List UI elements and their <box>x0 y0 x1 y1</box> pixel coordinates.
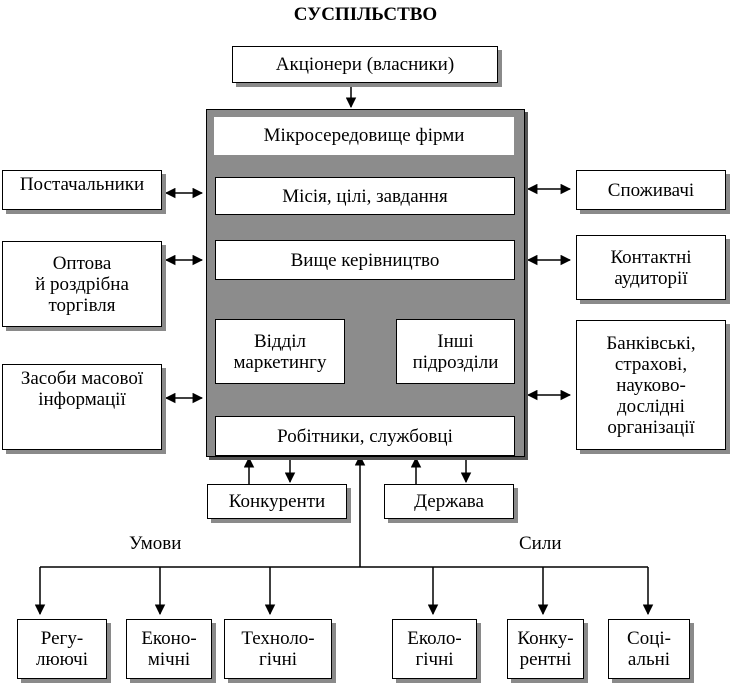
conditions-label: Умови <box>121 533 190 555</box>
management-box: Вище керівництво <box>215 240 515 280</box>
media-box: Засоби масової інформації <box>2 364 162 450</box>
regulatory-box: Регу- люючі <box>17 619 107 679</box>
social-box: Соці- альні <box>608 619 690 679</box>
owners-box: Акціонери (власники) <box>232 46 498 83</box>
institutions-box: Банківські, страхові, науково- дослідні … <box>576 320 726 450</box>
marketing-box: Відділ маркетингу <box>215 319 345 384</box>
audiences-box: Контактні аудиторії <box>576 235 726 300</box>
mission-box: Місія, цілі, завдання <box>215 177 515 215</box>
firm-microenvironment-panel <box>206 109 525 457</box>
other-units-box: Інші підрозділи <box>396 319 515 384</box>
suppliers-box: Постачальники <box>2 170 162 210</box>
state-box: Держава <box>384 484 514 519</box>
diagram-title: СУСПІЛЬСТВО <box>293 4 438 25</box>
technological-box: Техноло- гічні <box>224 619 332 679</box>
economic-box: Еконо- мічні <box>126 619 212 679</box>
consumers-box: Споживачі <box>576 170 726 210</box>
forces-label: Сили <box>511 533 570 555</box>
competitors-box: Конкуренти <box>207 484 347 519</box>
workers-box: Робітники, службовці <box>215 416 515 456</box>
ecological-box: Еколо- гічні <box>392 619 477 679</box>
firm-header: Мікросередовище фірми <box>214 117 514 155</box>
trade-box: Оптова й роздрібна торгівля <box>2 241 162 327</box>
competitive-box: Конку- рентні <box>507 619 584 679</box>
